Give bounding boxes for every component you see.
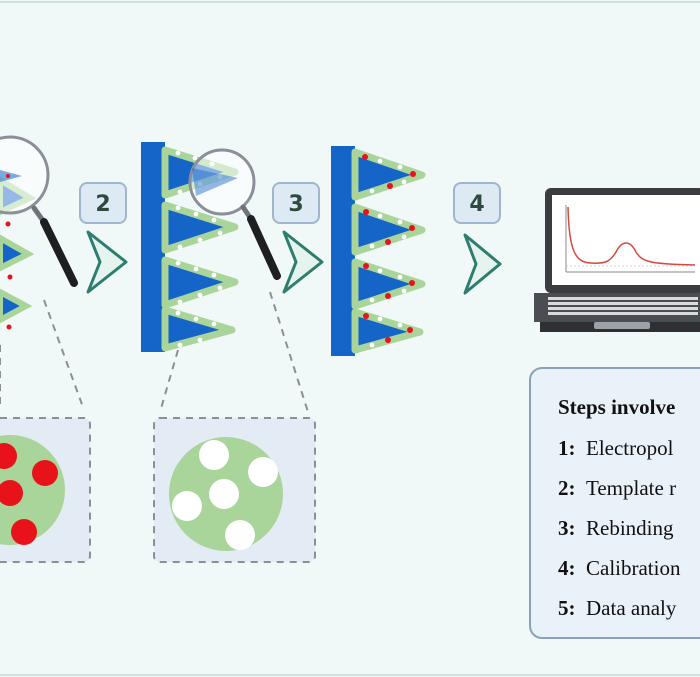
zoom-inset-cavities (153, 417, 316, 563)
electrode-step3-rebound (331, 146, 426, 356)
laptop-icon (534, 188, 700, 332)
step-badge-4: 4 (453, 182, 501, 224)
step-badge-2-label: 2 (95, 192, 110, 217)
magnifier-1-icon (0, 135, 78, 287)
arrow-3-icon (463, 233, 502, 295)
step-badge-4-label: 4 (469, 192, 484, 217)
legend-item-5-text: Data analy (586, 596, 677, 620)
legend-item-3-text: Rebinding (586, 516, 674, 540)
legend-item-2-num: 2: (558, 476, 576, 500)
magnifier-2-icon (188, 148, 281, 280)
steps-legend: Steps involve 1: Electropol 2: Template … (529, 367, 700, 639)
legend-item-4-num: 4: (558, 556, 576, 580)
legend-title: Steps involve (558, 395, 675, 419)
zoom-line-2a (159, 349, 179, 413)
arrow-2-icon (282, 230, 324, 294)
legend-item-1-num: 1: (558, 436, 576, 460)
zoom-inset-templates (0, 417, 91, 563)
zoom-line-1 (43, 299, 85, 411)
step-badge-3: 3 (272, 182, 320, 224)
legend-item-4-text: Calibration (586, 556, 681, 580)
legend-item-2-text: Template r (586, 476, 676, 500)
step-badge-3-label: 3 (288, 192, 303, 217)
legend-item-1-text: Electropol (586, 436, 674, 460)
arrow-1-icon (86, 230, 128, 294)
legend-item-5-num: 5: (558, 596, 576, 620)
legend-item-3-num: 3: (558, 516, 576, 540)
screen-plot-icon (565, 205, 696, 273)
step-badge-2: 2 (79, 182, 127, 224)
zoom-line-2b (269, 291, 309, 413)
